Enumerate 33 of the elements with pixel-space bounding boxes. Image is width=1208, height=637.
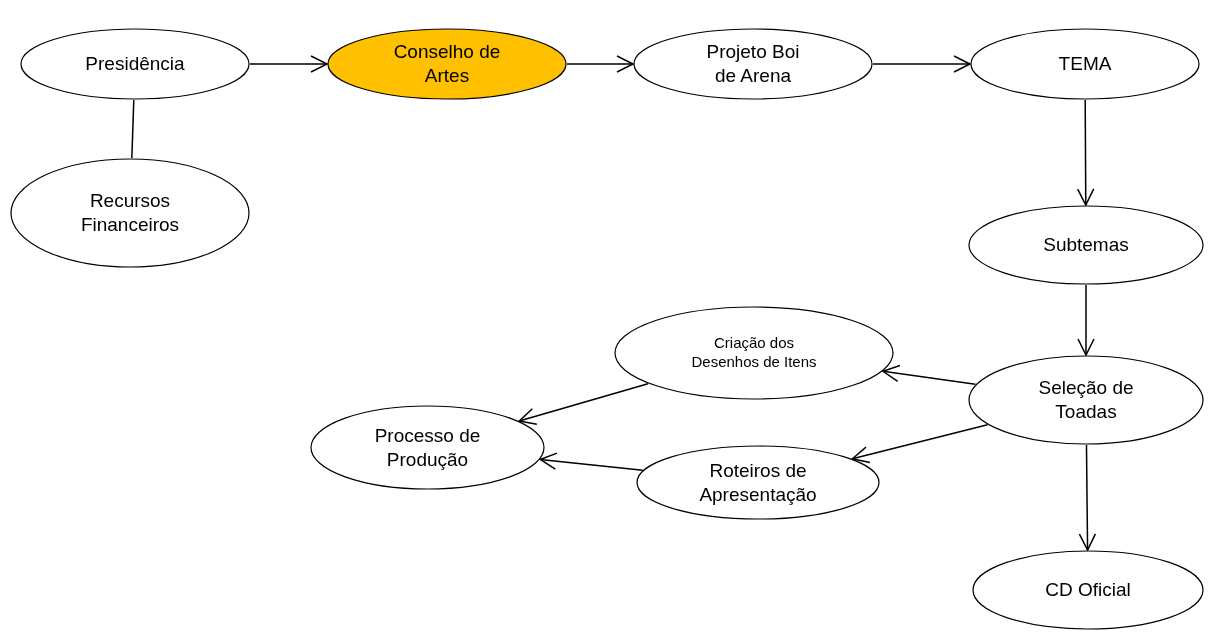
process-ellipse — [970, 28, 1200, 100]
arrow — [882, 364, 977, 386]
arrow — [1078, 444, 1097, 551]
node-label: Criação dos Desenhos de Itens — [690, 334, 818, 372]
node-label: Seleção de Toadas — [1037, 376, 1135, 424]
node-label: TEMA — [1058, 52, 1112, 76]
process-ellipse — [636, 445, 880, 520]
arrow — [872, 55, 971, 73]
process-ellipse — [633, 28, 873, 100]
arrow — [539, 452, 644, 472]
arrow — [249, 55, 328, 73]
process-ellipse — [614, 306, 894, 400]
node-label: Processo de Produção — [373, 423, 482, 472]
arrow — [566, 55, 634, 73]
node-label: Roteiros de Apresentação — [698, 458, 818, 507]
process-ellipse — [972, 550, 1204, 630]
node-label: Subtemas — [1043, 233, 1129, 257]
node-label: Projeto Boi de Arena — [705, 40, 801, 88]
process-ellipse — [327, 28, 567, 100]
node-label: Conselho de Artes — [392, 40, 502, 88]
process-ellipse — [310, 405, 545, 490]
arrow — [518, 382, 649, 425]
process-ellipse — [968, 355, 1204, 445]
connector-line — [131, 99, 135, 159]
process-ellipse — [10, 158, 250, 268]
process-ellipse — [20, 28, 250, 100]
arrow — [1077, 284, 1095, 356]
node-label: CD Oficial — [1045, 578, 1131, 602]
arrow — [851, 424, 989, 464]
node-label: Recursos Financeiros — [79, 189, 181, 237]
process-ellipse — [968, 205, 1204, 285]
arrow — [1076, 99, 1095, 206]
node-label: Presidência — [85, 52, 185, 76]
